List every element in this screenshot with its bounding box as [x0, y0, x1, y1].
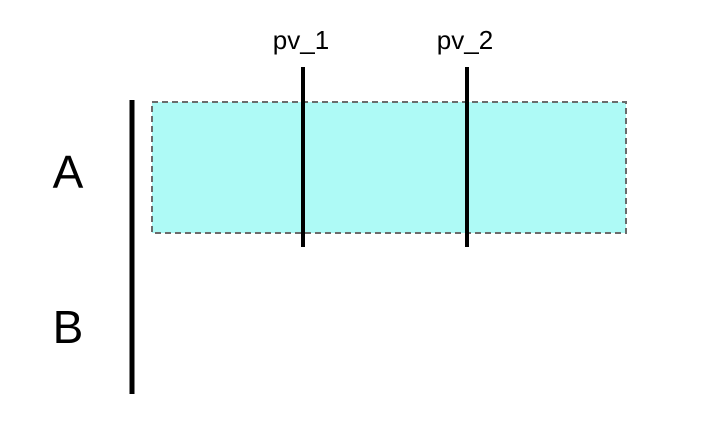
row-label-b: B	[53, 301, 84, 353]
row-a-highlight-region	[151, 101, 627, 234]
marker-label-pv-2: pv_2	[437, 25, 493, 55]
row-label-a: A	[53, 146, 84, 198]
marker-label-pv-1: pv_1	[273, 25, 329, 55]
